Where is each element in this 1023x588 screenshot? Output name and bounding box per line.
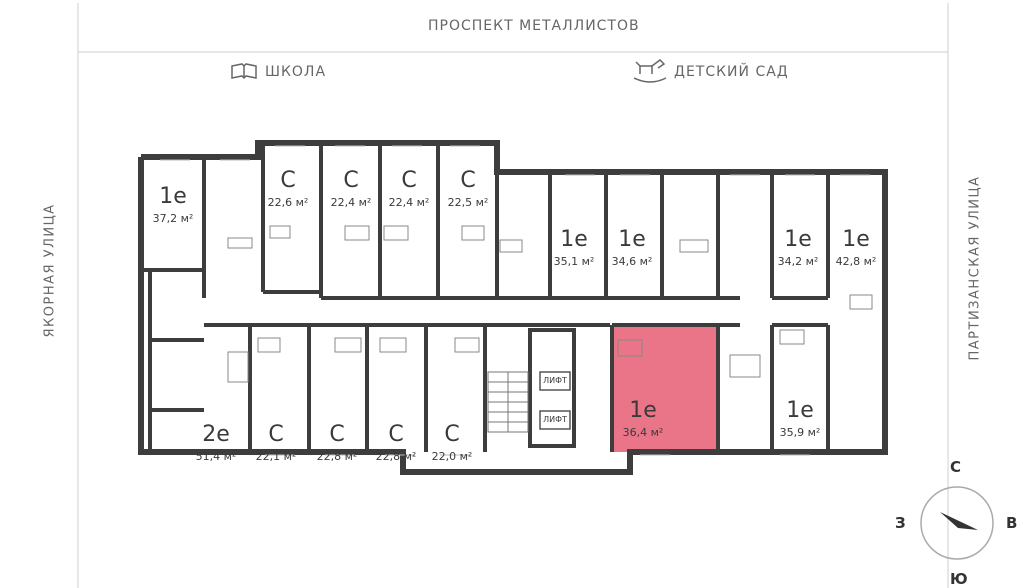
unit-label[interactable]: 1е 37,2 м² bbox=[143, 184, 203, 225]
unit-type: 2е bbox=[202, 422, 230, 447]
unit-area: 36,4 м² bbox=[622, 426, 664, 439]
unit-area: 22,8 м² bbox=[316, 450, 358, 463]
unit-area: 42,8 м² bbox=[835, 255, 877, 268]
unit-label-highlighted[interactable]: 1е 36,4 м² bbox=[613, 398, 673, 439]
bathroom-fixtures bbox=[227, 225, 873, 383]
unit-label[interactable]: С 22,0 м² bbox=[422, 422, 482, 463]
book-icon bbox=[231, 63, 257, 80]
site-boundary bbox=[77, 3, 949, 588]
elevator-label: ЛИФТ bbox=[543, 376, 567, 385]
compass-south: Ю bbox=[950, 570, 968, 588]
unit-type: С bbox=[388, 422, 404, 447]
highlighted-apartment[interactable] bbox=[612, 327, 718, 452]
unit-area: 22,4 м² bbox=[330, 196, 372, 209]
unit-type: С bbox=[280, 168, 296, 193]
compass-north: С bbox=[950, 458, 962, 476]
unit-area: 22,4 м² bbox=[388, 196, 430, 209]
unit-area: 51,4 м² bbox=[195, 450, 237, 463]
unit-area: 34,6 м² bbox=[611, 255, 653, 268]
outer-walls bbox=[138, 140, 888, 475]
elevator-label: ЛИФТ bbox=[543, 415, 567, 424]
unit-area: 34,2 м² bbox=[777, 255, 819, 268]
unit-type: 1е bbox=[842, 227, 870, 252]
unit-area: 35,9 м² bbox=[779, 426, 821, 439]
street-west-label: ЯКОРНАЯ УЛИЦА bbox=[42, 203, 58, 338]
compass bbox=[920, 486, 994, 560]
unit-type: 1е bbox=[784, 227, 812, 252]
unit-area: 22,1 м² bbox=[255, 450, 297, 463]
unit-area: 22,6 м² bbox=[267, 196, 309, 209]
compass-east: В bbox=[1006, 514, 1018, 532]
unit-area: 35,1 м² bbox=[553, 255, 595, 268]
elevator-boxes bbox=[539, 371, 571, 430]
rocking-horse-icon bbox=[633, 59, 667, 83]
unit-type: 1е bbox=[618, 227, 646, 252]
street-east-label: ПАРТИЗАНСКАЯ УЛИЦА bbox=[967, 175, 983, 361]
unit-label[interactable]: С 22,6 м² bbox=[258, 168, 318, 209]
unit-label[interactable]: 1е 35,9 м² bbox=[770, 398, 830, 439]
unit-label[interactable]: С 22,4 м² bbox=[379, 168, 439, 209]
unit-type: С bbox=[401, 168, 417, 193]
windows bbox=[160, 145, 870, 456]
unit-label[interactable]: С 22,8 м² bbox=[307, 422, 367, 463]
unit-area: 37,2 м² bbox=[152, 212, 194, 225]
unit-area: 22,5 м² bbox=[447, 196, 489, 209]
unit-label[interactable]: 1е 34,6 м² bbox=[602, 227, 662, 268]
unit-label[interactable]: С 22,4 м² bbox=[321, 168, 381, 209]
compass-west: З bbox=[895, 514, 906, 532]
unit-label[interactable]: С 22,8 м² bbox=[366, 422, 426, 463]
unit-type: С bbox=[460, 168, 476, 193]
inner-walls bbox=[141, 143, 830, 452]
unit-type: 1е bbox=[786, 398, 814, 423]
unit-type: С bbox=[444, 422, 460, 447]
unit-type: С bbox=[343, 168, 359, 193]
school-label: ШКОЛА bbox=[265, 64, 327, 80]
unit-label[interactable]: 1е 34,2 м² bbox=[768, 227, 828, 268]
unit-label[interactable]: 1е 35,1 м² bbox=[544, 227, 604, 268]
unit-label[interactable]: 2е 51,4 м² bbox=[186, 422, 246, 463]
unit-type: 1е bbox=[629, 398, 657, 423]
unit-type: С bbox=[268, 422, 284, 447]
unit-type: 1е bbox=[560, 227, 588, 252]
street-north-label: ПРОСПЕКТ МЕТАЛЛИСТОВ bbox=[428, 18, 640, 34]
unit-label[interactable]: С 22,5 м² bbox=[438, 168, 498, 209]
unit-area: 22,0 м² bbox=[431, 450, 473, 463]
unit-label[interactable]: 1е 42,8 м² bbox=[826, 227, 886, 268]
unit-type: С bbox=[329, 422, 345, 447]
unit-label[interactable]: С 22,1 м² bbox=[246, 422, 306, 463]
unit-type: 1е bbox=[159, 184, 187, 209]
kindergarten-label: ДЕТСКИЙ САД bbox=[674, 64, 789, 80]
staircase bbox=[487, 371, 529, 433]
unit-area: 22,8 м² bbox=[375, 450, 417, 463]
